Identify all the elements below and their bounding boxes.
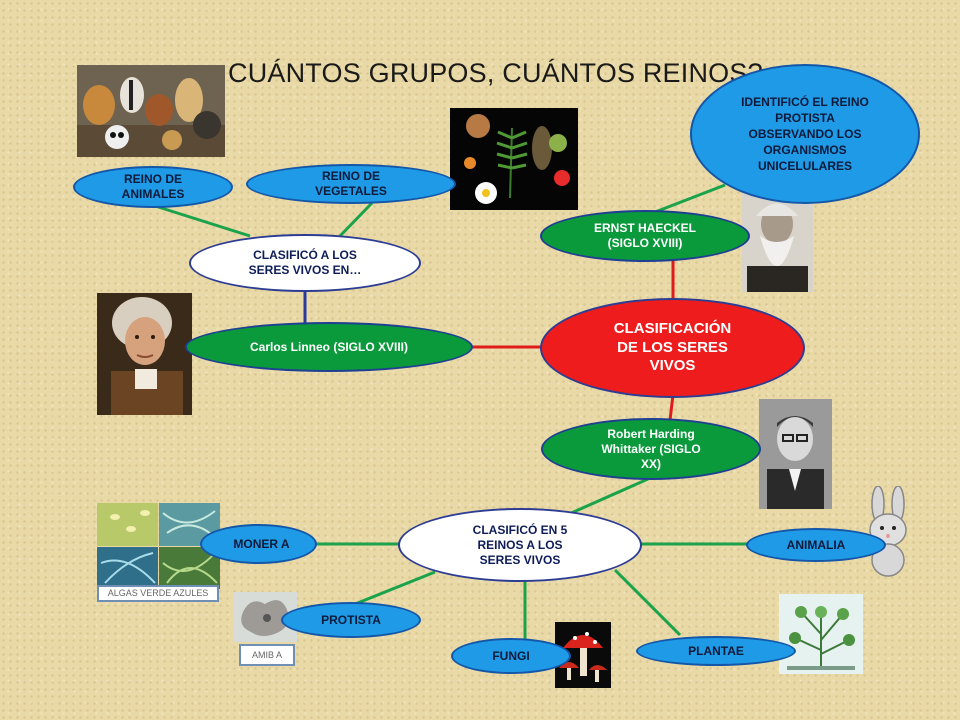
page-title: CUÁNTOS GRUPOS, CUÁNTOS REINOS? bbox=[228, 58, 763, 88]
reino-animales-node: REINO DE ANIMALES bbox=[73, 166, 233, 208]
amiba-caption: AMIB A bbox=[239, 644, 295, 666]
linneo-node: Carlos Linneo (SIGLO XVIII) bbox=[185, 322, 473, 372]
fungi-node: FUNGI bbox=[451, 638, 571, 674]
clasifico-linneo-node: CLASIFICÓ A LOS SERES VIVOS EN… bbox=[189, 234, 421, 292]
center-node: CLASIFICACIÓN DE LOS SERES VIVOS bbox=[540, 298, 805, 398]
monera-node: MONER A bbox=[200, 524, 317, 564]
haeckel-node: ERNST HAECKEL (SIGLO XVIII) bbox=[540, 210, 750, 262]
plant-photo bbox=[779, 594, 863, 674]
bunny-icon bbox=[862, 486, 914, 578]
linneo-portrait bbox=[97, 293, 192, 415]
haeckel-portrait bbox=[742, 186, 813, 292]
whittaker-node: Robert Harding Whittaker (SIGLO XX) bbox=[541, 418, 761, 480]
animals-photo bbox=[77, 65, 225, 157]
plants-photo bbox=[450, 108, 578, 210]
protista-note-node: IDENTIFICÓ EL REINO PROTISTA OBSERVANDO … bbox=[690, 64, 920, 204]
reino-vegetales-node: REINO DE VEGETALES bbox=[246, 164, 456, 204]
clasifico-5-node: CLASIFICÓ EN 5 REINOS A LOS SERES VIVOS bbox=[398, 508, 642, 582]
algas-caption: ALGAS VERDE AZULES bbox=[97, 585, 219, 602]
whittaker-portrait bbox=[759, 399, 832, 509]
plantae-node: PLANTAE bbox=[636, 636, 796, 666]
protista-node: PROTISTA bbox=[281, 602, 421, 638]
animalia-node: ANIMALIA bbox=[746, 528, 886, 562]
bacteria-photo bbox=[97, 503, 220, 589]
